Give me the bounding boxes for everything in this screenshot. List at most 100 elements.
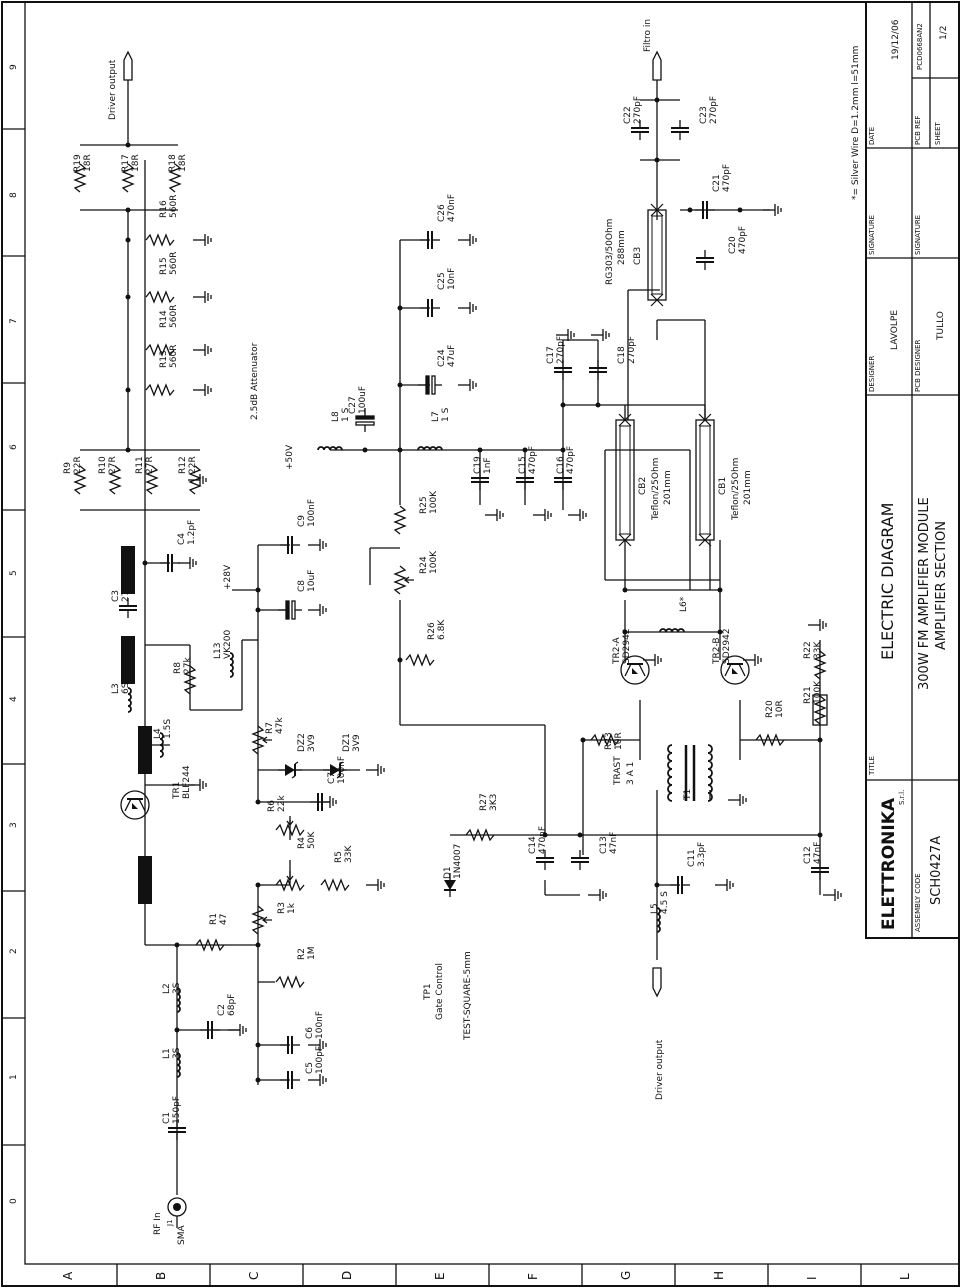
r22-value: 33K bbox=[813, 641, 823, 659]
assembly-code: SCH0427A bbox=[929, 836, 944, 905]
row-label: E bbox=[433, 1272, 447, 1280]
component-t1[interactable] bbox=[667, 744, 713, 802]
ground-symbol bbox=[193, 234, 212, 246]
r27-value: 3K3 bbox=[489, 794, 499, 811]
r16-value: 560R bbox=[169, 195, 179, 218]
dz2-value: 3V9 bbox=[307, 734, 317, 752]
r5-label: R5 bbox=[334, 851, 344, 863]
sma-connector[interactable] bbox=[167, 1197, 187, 1228]
c5-value: 100pF bbox=[315, 1046, 325, 1074]
ground-symbol bbox=[193, 291, 212, 303]
c24-label: C24 bbox=[437, 349, 447, 367]
column-label: 6 bbox=[9, 444, 19, 450]
r25-label: R25 bbox=[419, 496, 429, 514]
r1-value: 47 bbox=[219, 914, 229, 925]
sheet-label: SHEET bbox=[934, 121, 942, 145]
c16-label: C16 bbox=[556, 456, 566, 474]
row-label: H bbox=[712, 1271, 726, 1280]
signature2-label: SIGNATURE bbox=[914, 215, 922, 255]
r26-label: R26 bbox=[427, 622, 437, 640]
c4-value: 1.2pF bbox=[187, 520, 197, 545]
c26-value: 470nF bbox=[447, 194, 457, 222]
r13-label: R13 bbox=[159, 350, 169, 368]
component-l6[interactable]: L6* bbox=[659, 596, 689, 633]
l8-value: 1 S bbox=[341, 407, 351, 422]
l7-value: 1 S bbox=[441, 407, 451, 422]
r12-label: R12 bbox=[178, 456, 188, 474]
c7-label: C7 bbox=[327, 772, 337, 784]
c21-label: C21 bbox=[712, 174, 722, 192]
r24-value: 100K bbox=[429, 550, 439, 574]
c11-label: C11 bbox=[687, 849, 697, 867]
ground-symbol bbox=[458, 379, 477, 391]
c14-label: C14 bbox=[528, 836, 538, 854]
